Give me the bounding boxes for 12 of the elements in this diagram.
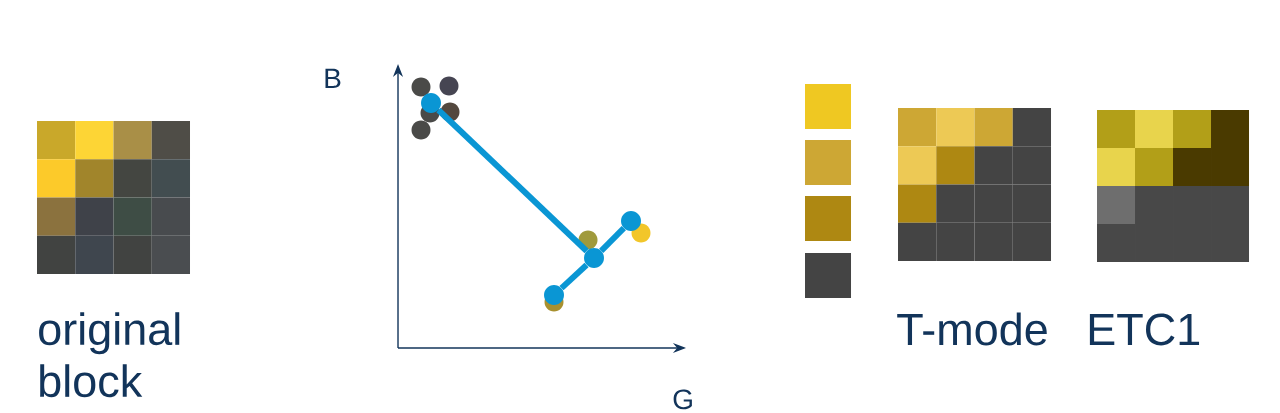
label: B <box>325 68 341 88</box>
palette-dot <box>621 211 641 231</box>
label: G <box>673 389 692 410</box>
label: T-mode <box>897 312 1047 346</box>
fit-line <box>559 262 589 291</box>
label: original block <box>39 312 180 398</box>
palette-dot <box>421 93 441 113</box>
label: ETC1 <box>1089 313 1200 346</box>
palette-dot <box>544 285 564 305</box>
palette-dot <box>584 248 604 268</box>
fit-line <box>599 226 626 253</box>
fit-line <box>436 107 589 254</box>
